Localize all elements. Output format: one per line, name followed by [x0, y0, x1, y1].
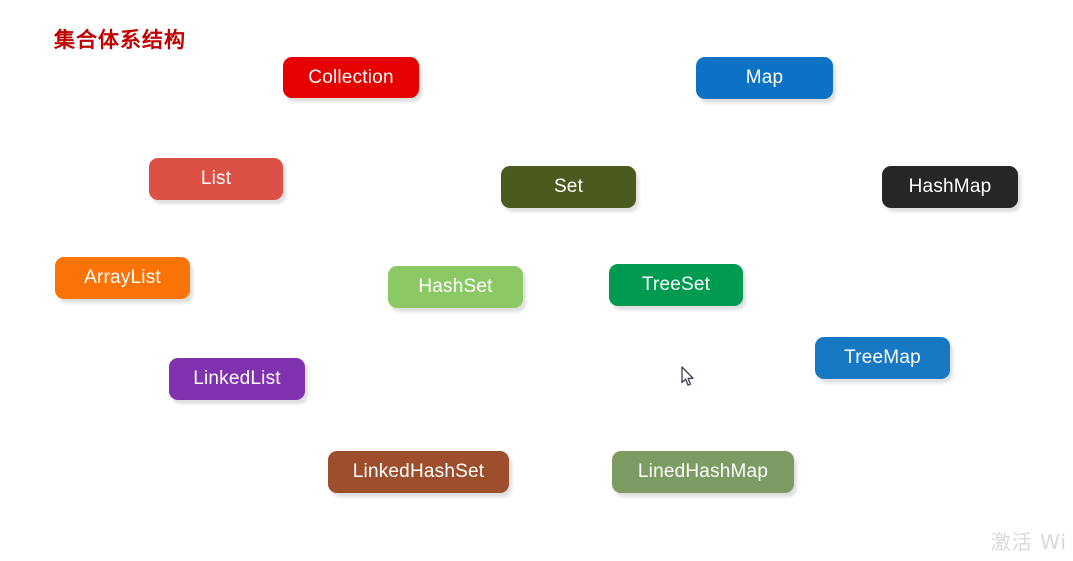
- node-label: ArrayList: [84, 267, 161, 288]
- node-list[interactable]: List: [149, 158, 283, 200]
- node-label: LinkedHashSet: [352, 461, 485, 482]
- node-label: TreeSet: [641, 274, 711, 295]
- node-hashmap[interactable]: HashMap: [882, 166, 1018, 208]
- node-label: List: [200, 168, 232, 189]
- node-label: Map: [745, 67, 784, 88]
- node-label: Collection: [308, 66, 394, 88]
- node-linedhashmap[interactable]: LinedHashMap: [612, 451, 794, 493]
- node-label: HashSet: [418, 276, 493, 297]
- node-label: LinedHashMap: [637, 461, 769, 482]
- node-label: HashMap: [908, 176, 992, 197]
- node-label: LinkedList: [193, 368, 281, 389]
- page-title: 集合体系结构: [54, 28, 186, 52]
- node-hashset[interactable]: HashSet: [388, 266, 523, 308]
- node-linkedhashset[interactable]: LinkedHashSet: [328, 451, 509, 493]
- node-map[interactable]: Map: [696, 57, 833, 99]
- node-treeset[interactable]: TreeSet: [609, 264, 743, 306]
- node-set[interactable]: Set: [501, 166, 636, 208]
- node-label: TreeMap: [844, 347, 921, 368]
- node-label: Set: [553, 176, 584, 197]
- mouse-cursor-icon: [681, 366, 694, 386]
- node-treemap[interactable]: TreeMap: [815, 337, 950, 379]
- node-linkedlist[interactable]: LinkedList: [169, 358, 305, 400]
- node-arraylist[interactable]: ArrayList: [55, 257, 190, 299]
- windows-activation-watermark: 激活 Wi: [990, 530, 1067, 554]
- node-collection[interactable]: Collection: [283, 57, 419, 98]
